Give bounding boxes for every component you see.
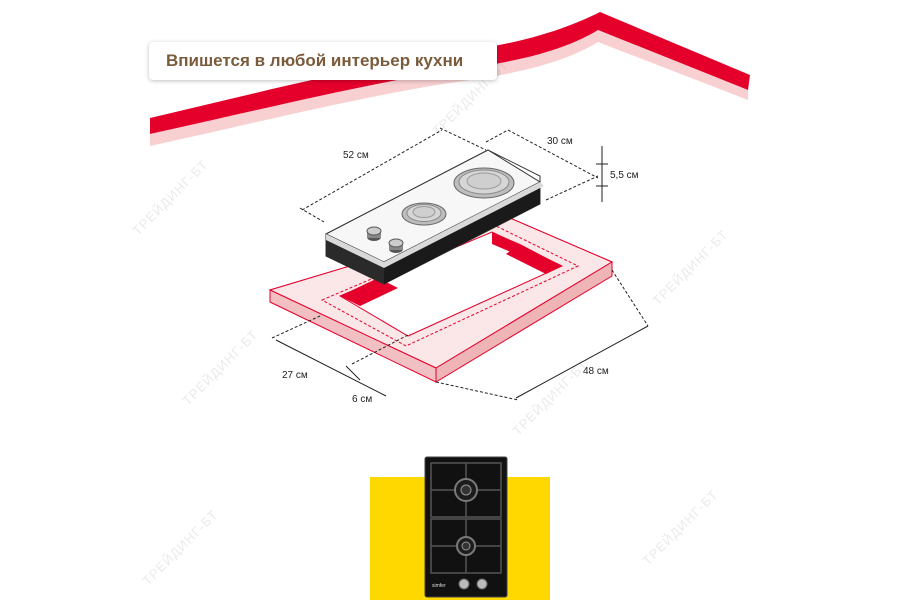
hob-unit [324,149,544,285]
dimension-cutout-depth: 27 см [282,370,308,381]
title-banner: Впишется в любой интерьер кухни [149,42,497,80]
cutout-edge [506,244,562,274]
burner-icon [454,478,478,502]
dimension-height: 5,5 см [610,170,639,181]
burner-icon [453,167,515,199]
knob-icon [476,578,488,590]
page-title: Впишется в любой интерьер кухни [166,51,464,70]
burner-icon [456,536,476,556]
knob-icon [458,578,470,590]
dimension-lines [271,127,649,401]
countertop-frame [268,217,614,383]
burner-icon [401,202,447,226]
brand-logo: simfer [432,583,446,589]
knob-icon [366,226,382,241]
dimension-gap: 6 см [352,394,373,405]
dimension-width-top: 52 см [343,150,369,161]
knob-icon [388,238,404,253]
cutout-edge [340,278,398,306]
dimension-cutout-width: 48 см [583,366,609,377]
dimension-depth-top: 30 см [547,136,573,147]
